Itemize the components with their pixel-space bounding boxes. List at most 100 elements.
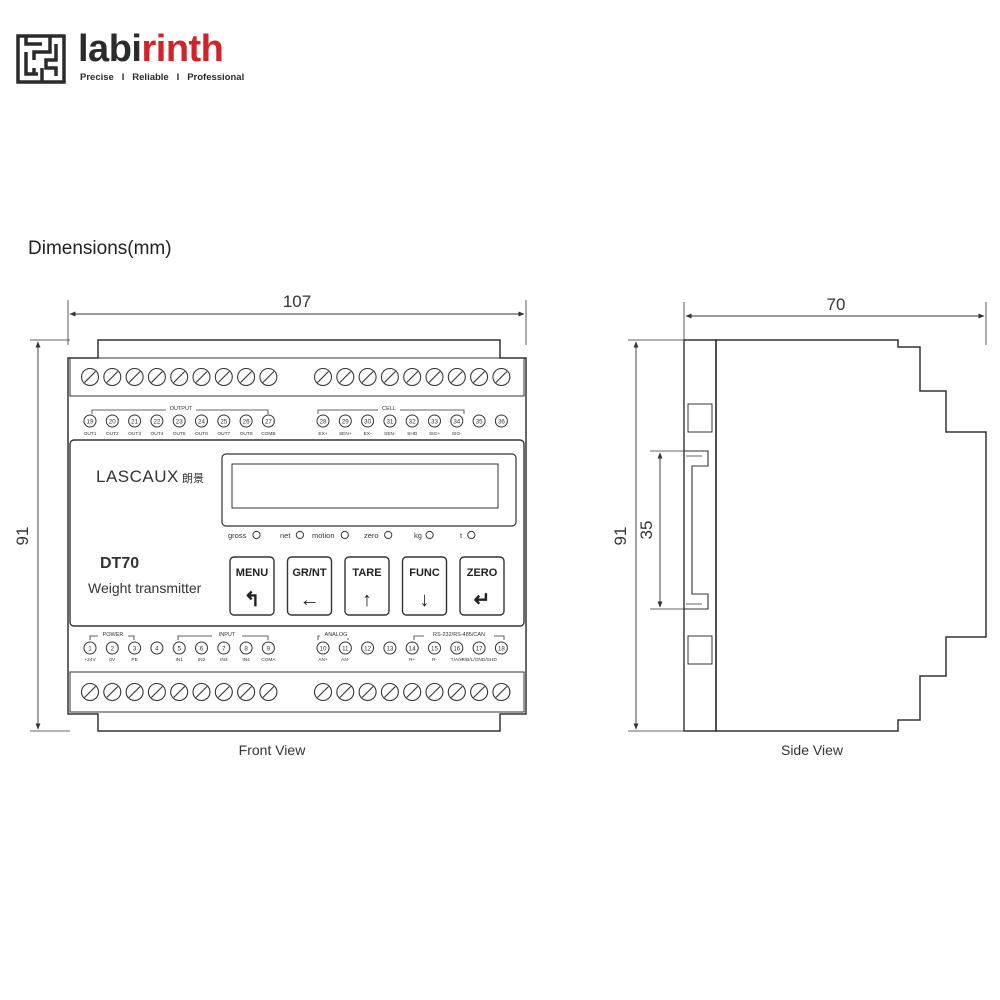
top-terminal-screw-icon [80, 367, 100, 387]
bottom-terminal-signal: IN4 [242, 657, 250, 663]
bottom-terminal-signal: R+ [409, 657, 415, 663]
top-terminal-number: 28 [320, 418, 327, 425]
bottom-terminal-number: 13 [386, 645, 393, 652]
group-label-input: INPUT [219, 632, 236, 638]
top-terminal-screw-icon [447, 367, 466, 387]
side-width-label: 70 [827, 295, 846, 314]
bottom-terminal-number: 8 [244, 645, 248, 652]
top-terminal-screw-icon [425, 367, 444, 387]
top-terminal-number: 22 [153, 418, 160, 425]
bottom-terminal-screw-icon [470, 682, 489, 702]
top-terminal-screw-icon [237, 367, 256, 387]
keypad: MENU↰ GR/NT ← TARE ↑ FUNC↓ZERO↵ [229, 556, 505, 616]
side-body-profile [715, 339, 987, 732]
front-face-plate [69, 439, 525, 627]
bottom-terminal-signal: IN3 [220, 657, 228, 663]
indicator-label: motion [312, 531, 335, 540]
top-terminal-number: 30 [364, 418, 371, 425]
bottom-terminal-number: 17 [476, 645, 483, 652]
key-arrow-icon: ↵ [474, 589, 491, 611]
front-view [30, 300, 527, 732]
key-arrow-icon: ← [300, 589, 320, 611]
lascaux-chinese-text: 朗景 [182, 472, 204, 485]
top-terminal-screw-icon [403, 367, 422, 387]
brand-tagline: Precise I Reliable I Professional [80, 72, 245, 83]
key-grnt-button[interactable]: GR/NT ← [286, 556, 333, 616]
bottom-terminal-screw-icon [425, 682, 444, 702]
front-height-label: 91 [13, 527, 32, 546]
top-terminal-screw-icon [147, 367, 166, 387]
top-terminal-screws [80, 367, 511, 387]
bottom-terminal: 3PE [128, 641, 142, 663]
top-terminal-signal: COMB [261, 431, 275, 437]
top-terminal-screw-icon [214, 367, 233, 387]
side-view-caption: Side View [781, 742, 844, 758]
bottom-terminal: 12 [361, 641, 375, 655]
top-terminal-signal: OUT1 [84, 431, 97, 437]
bottom-terminal-screw-icon [192, 682, 211, 702]
key-menu-button[interactable]: MENU↰ [229, 556, 275, 616]
display-screen [231, 463, 499, 509]
key-label: GR/NT [292, 567, 327, 579]
key-func-button[interactable]: FUNC↓ [401, 556, 448, 616]
bottom-terminal: 20V [105, 641, 119, 663]
din-rail-profile [684, 450, 709, 610]
top-terminal-signal: OUT4 [151, 431, 164, 437]
key-tare-button[interactable]: TARE ↑ [344, 556, 390, 616]
top-terminal-number: 24 [198, 418, 205, 425]
bottom-terminal-number: 4 [155, 645, 159, 652]
bottom-terminal: 16T/A/H [450, 641, 463, 663]
bottom-terminal-screw-icon [403, 682, 422, 702]
top-terminal-signal: EX- [364, 431, 372, 437]
top-terminal-screw-icon [492, 367, 511, 387]
top-terminal-number: 31 [386, 418, 393, 425]
front-view-caption: Front View [239, 742, 307, 758]
bottom-terminal: 13 [383, 641, 397, 655]
indicator-motion: motion [312, 530, 349, 540]
top-terminal-labels: 19OUT120OUT221OUT322OUT423OUT524OUT625OU… [83, 414, 508, 437]
key-label: TARE [352, 567, 381, 579]
indicator-zero: zero [364, 530, 393, 540]
top-terminal-signal: OUT7 [217, 431, 230, 437]
bottom-terminal-signal: PE [131, 657, 137, 663]
key-arrow-icon: ↑ [362, 589, 372, 611]
top-terminal-signal: OUT8 [240, 431, 253, 437]
top-terminal-screw-icon [313, 367, 333, 387]
bottom-terminal: 18 [494, 641, 508, 655]
top-terminal-number: 19 [87, 418, 94, 425]
side-height-label: 91 [611, 527, 630, 546]
indicator-label: net [280, 531, 291, 540]
indicator-label: t [460, 531, 463, 540]
key-zero-button[interactable]: ZERO↵ [459, 556, 505, 616]
bottom-terminal-screw-icon [447, 682, 466, 702]
top-terminal-screw-icon [259, 367, 278, 387]
top-terminal-signal: EX+ [318, 431, 327, 437]
top-terminal-number: 25 [220, 418, 227, 425]
side-view [628, 302, 987, 732]
bottom-terminal-signal: COMA [261, 657, 276, 663]
indicator-kg: kg [414, 530, 434, 540]
bottom-terminal-screw-icon [125, 682, 144, 702]
group-label-power: POWER [103, 632, 124, 638]
top-terminal-signal: SEN- [384, 431, 396, 437]
bottom-terminal-screws [80, 682, 511, 702]
bottom-terminal-screw-icon [492, 682, 511, 702]
bottom-terminal-screw-icon [103, 682, 122, 702]
top-terminal-signal: SIG+ [429, 431, 440, 437]
bottom-terminal-screw-icon [170, 682, 189, 702]
group-label-comms: RS-232/RS-485/CAN [433, 632, 485, 638]
bottom-terminal-number: 5 [177, 645, 181, 652]
group-label-analog: ANALOG [325, 632, 348, 638]
bottom-clip [687, 635, 713, 665]
key-label: FUNC [409, 567, 440, 579]
